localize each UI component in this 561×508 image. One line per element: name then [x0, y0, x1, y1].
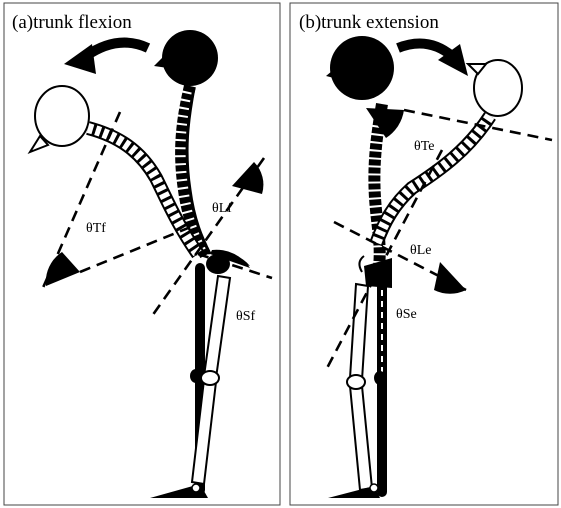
panel-b-label-thoracic: θTe — [414, 139, 435, 154]
panel-b-rotation-arrow — [398, 44, 468, 77]
panel-b-upright-spine — [374, 104, 382, 274]
panel-b-label-lumbar: θLe — [410, 243, 431, 258]
panel-b-legs — [328, 284, 386, 498]
panel-a-figure: θTf θLf θSf — [30, 30, 272, 498]
panel-a-label-thoracic: θTf — [86, 221, 106, 236]
panel-a-label-lumbar: θLf — [212, 201, 232, 216]
panel-b-extended-head — [468, 60, 522, 116]
panel-b-extended-spine — [376, 116, 490, 244]
panel-a-upright-head — [154, 30, 218, 86]
panel-b-figure: θTe θLe θSe — [326, 36, 552, 498]
panel-b-title: (b)trunk extension — [299, 12, 439, 33]
panel-a-title: (a)trunk flexion — [12, 12, 132, 33]
panel-a-legs — [150, 268, 230, 498]
panel-a-flexed-head — [30, 86, 89, 152]
panel-a-label-sacral: θSf — [236, 309, 255, 324]
panel-b-label-sacral: θSe — [396, 307, 417, 322]
panel-a-rotation-arrow — [64, 43, 148, 74]
panel-b-upright-head — [326, 36, 394, 100]
panel-b-angle-wedges — [434, 262, 466, 294]
panel-a-frame — [4, 3, 280, 505]
